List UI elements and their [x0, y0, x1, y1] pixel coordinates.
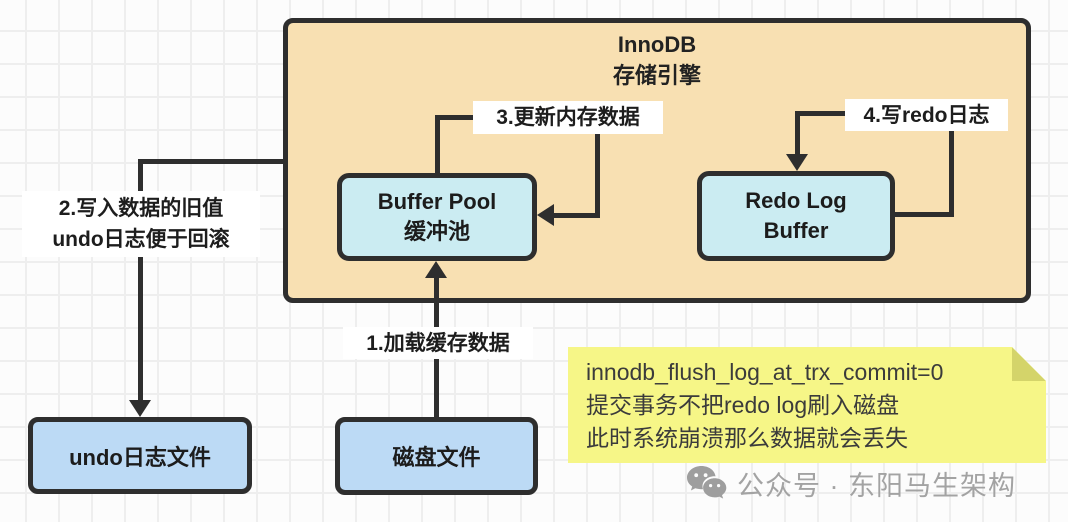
- step3-connector-up: [435, 115, 440, 175]
- step3-connector-down: [595, 133, 600, 218]
- undo-log-file-node: undo日志文件: [28, 417, 252, 494]
- step4-label: 4.写redo日志: [845, 99, 1008, 131]
- step4-arrowhead-icon: [786, 154, 808, 171]
- buffer-pool-node: Buffer Pool 缓冲池: [337, 173, 537, 261]
- step4-connector-from-box: [895, 212, 953, 217]
- buffer-pool-label-line2: 缓冲池: [403, 219, 470, 244]
- redo-log-buffer-node: Redo Log Buffer: [697, 171, 895, 261]
- wechat-icon: [687, 466, 727, 499]
- disk-file-label: 磁盘文件: [392, 445, 481, 470]
- note-line2: 提交事务不把redo log刷入磁盘: [586, 392, 900, 418]
- engine-title: InnoDB 存储引擎: [288, 29, 1026, 91]
- note-line3: 此时系统崩溃那么数据就会丢失: [586, 425, 908, 451]
- step3-label: 3.更新内存数据: [473, 101, 663, 134]
- step4-connector-top: [795, 111, 847, 116]
- note-line1: innodb_flush_log_at_trx_commit=0: [586, 359, 944, 385]
- step3-connector-into-box: [552, 213, 600, 218]
- step4-connector-down-arrow-line: [795, 111, 800, 157]
- step2-connector-vertical: [138, 159, 143, 402]
- redo-log-buffer-label-line2: Buffer: [763, 218, 829, 243]
- step2-label: 2.写入数据的旧值 undo日志便于回滚: [22, 191, 260, 257]
- step2-label-line2: undo日志便于回滚: [52, 228, 230, 251]
- watermark-text: 公众号 · 东阳马生架构: [737, 471, 1016, 501]
- engine-title-line2: 存储引擎: [612, 63, 701, 88]
- step2-arrowhead-icon: [129, 400, 151, 417]
- note-folded-corner-icon: [1012, 347, 1046, 381]
- note-text: innodb_flush_log_at_trx_commit=0 提交事务不把r…: [586, 356, 943, 455]
- sticky-note: innodb_flush_log_at_trx_commit=0 提交事务不把r…: [568, 347, 1046, 463]
- step2-label-line1: 2.写入数据的旧值: [58, 197, 224, 220]
- engine-title-line1: InnoDB: [617, 32, 697, 57]
- watermark: 公众号 · 东阳马生架构: [686, 464, 1016, 503]
- step2-connector-horizontal: [138, 159, 285, 164]
- disk-file-node: 磁盘文件: [335, 417, 538, 495]
- buffer-pool-label-line1: Buffer Pool: [377, 189, 497, 214]
- redo-log-buffer-label-line1: Redo Log: [745, 188, 847, 213]
- step3-arrowhead-icon: [537, 204, 554, 226]
- step3-connector-top: [435, 115, 475, 120]
- step4-connector-up: [949, 129, 954, 217]
- step1-label: 1.加载缓存数据: [343, 327, 533, 359]
- undo-log-file-label: undo日志文件: [69, 444, 211, 470]
- step1-arrowhead-icon: [425, 261, 447, 278]
